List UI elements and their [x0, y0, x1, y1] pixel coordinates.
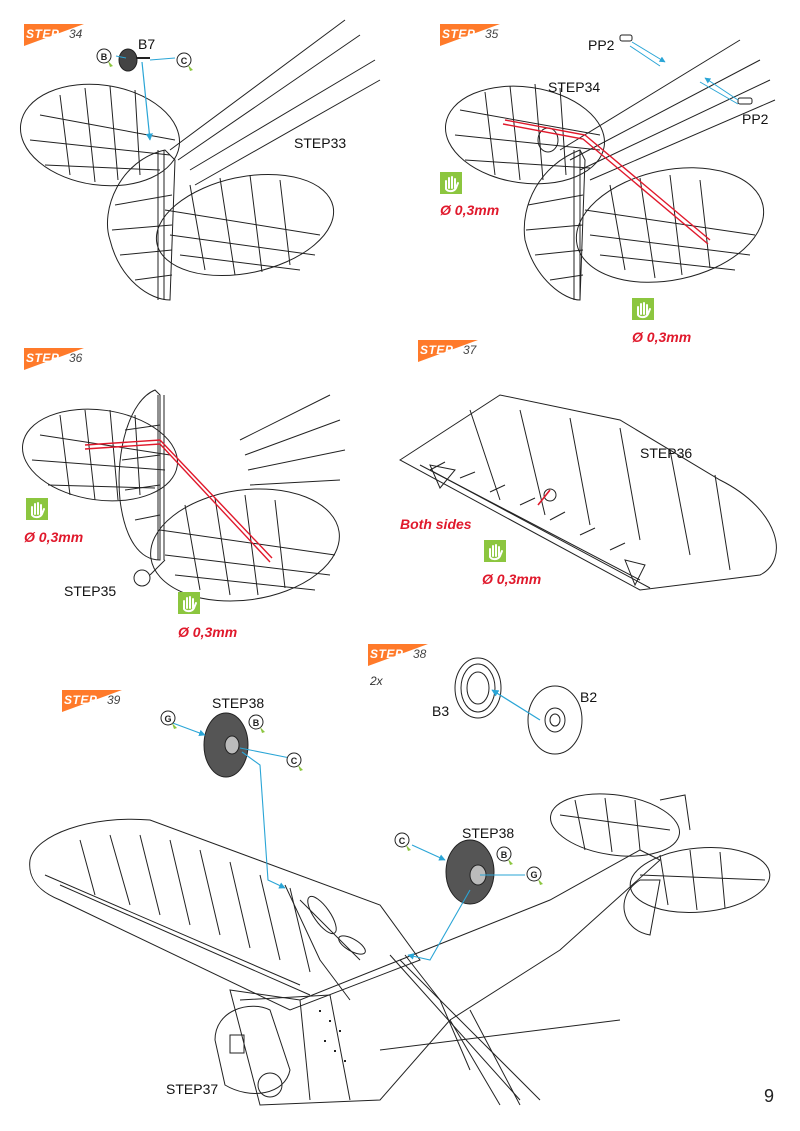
glue-b-letter: B	[101, 52, 108, 62]
paint-b-letter: B	[501, 850, 508, 860]
step39-drawing	[29, 793, 771, 1106]
step36-badge-word: STEP	[26, 351, 60, 365]
step37-ref: STEP36	[640, 445, 693, 461]
step35-wire-left: Ø 0,3mm	[440, 202, 500, 218]
step36-wire-right: Ø 0,3mm	[178, 624, 238, 640]
step34-part-b7: B7	[138, 36, 156, 52]
step36-wire-left: Ø 0,3mm	[24, 529, 84, 545]
paint-b-icon: B	[496, 846, 513, 865]
step37-drawing	[399, 394, 777, 591]
step38-quantity: 2x	[370, 674, 383, 688]
paint-c-icon: C	[394, 832, 411, 851]
step35-part-pp2-a: PP2	[588, 37, 615, 53]
step38-badge-number: 38	[413, 647, 427, 661]
glue-c-icon: C	[176, 52, 193, 71]
step36-badge-number: 36	[69, 351, 83, 365]
step34-badge-word: STEP	[26, 27, 60, 41]
step38-badge-word: STEP	[370, 647, 404, 661]
step37-badge-word: STEP	[420, 343, 454, 357]
hand-icon	[26, 498, 48, 520]
step35-badge-word: STEP	[442, 27, 476, 41]
step38-part-b2: B2	[580, 689, 598, 705]
step35-drawing	[444, 34, 776, 301]
paint-g-letter: G	[164, 714, 171, 724]
step35-badge-number: 35	[485, 27, 499, 41]
hand-icon	[484, 540, 506, 562]
step37-note: Both sides	[400, 516, 472, 532]
step37-wire: Ø 0,3mm	[482, 571, 542, 587]
step39-badge-word: STEP	[64, 693, 98, 707]
step37-badge-number: 37	[463, 343, 477, 357]
hand-icon	[178, 592, 200, 614]
paint-b-letter: B	[253, 718, 260, 728]
paint-c-letter: C	[399, 836, 406, 846]
step36-drawing	[22, 389, 346, 602]
glue-c-letter: C	[181, 56, 188, 66]
page-number: 9	[763, 1086, 774, 1106]
paint-c-letter: C	[291, 756, 298, 766]
step34-ref: STEP33	[294, 135, 347, 151]
paint-b-icon: B	[248, 714, 265, 733]
hand-icon	[632, 298, 654, 320]
step39-badge-number: 39	[107, 693, 121, 707]
paint-c-icon: C	[286, 752, 303, 771]
hand-icon	[440, 172, 462, 194]
step39-ref-top: STEP38	[212, 695, 265, 711]
step39-ref-bottom: STEP37	[166, 1081, 219, 1097]
paint-g-icon: G	[160, 710, 177, 729]
step34-badge-number: 34	[69, 27, 83, 41]
step35-part-pp2-b: PP2	[742, 111, 769, 127]
step35-wire-right: Ø 0,3mm	[632, 329, 692, 345]
paint-g-icon: G	[526, 866, 543, 885]
paint-g-letter: G	[530, 870, 537, 880]
step34-drawing	[19, 19, 381, 301]
step36-ref: STEP35	[64, 583, 117, 599]
step39-wheel-mid	[445, 839, 495, 905]
step38-drawing	[454, 657, 583, 755]
step35-ref: STEP34	[548, 79, 601, 95]
step39-wheel-top	[203, 712, 249, 778]
step39-ref-mid: STEP38	[462, 825, 515, 841]
step38-part-b3: B3	[432, 703, 450, 719]
glue-b-icon: B	[96, 48, 113, 67]
